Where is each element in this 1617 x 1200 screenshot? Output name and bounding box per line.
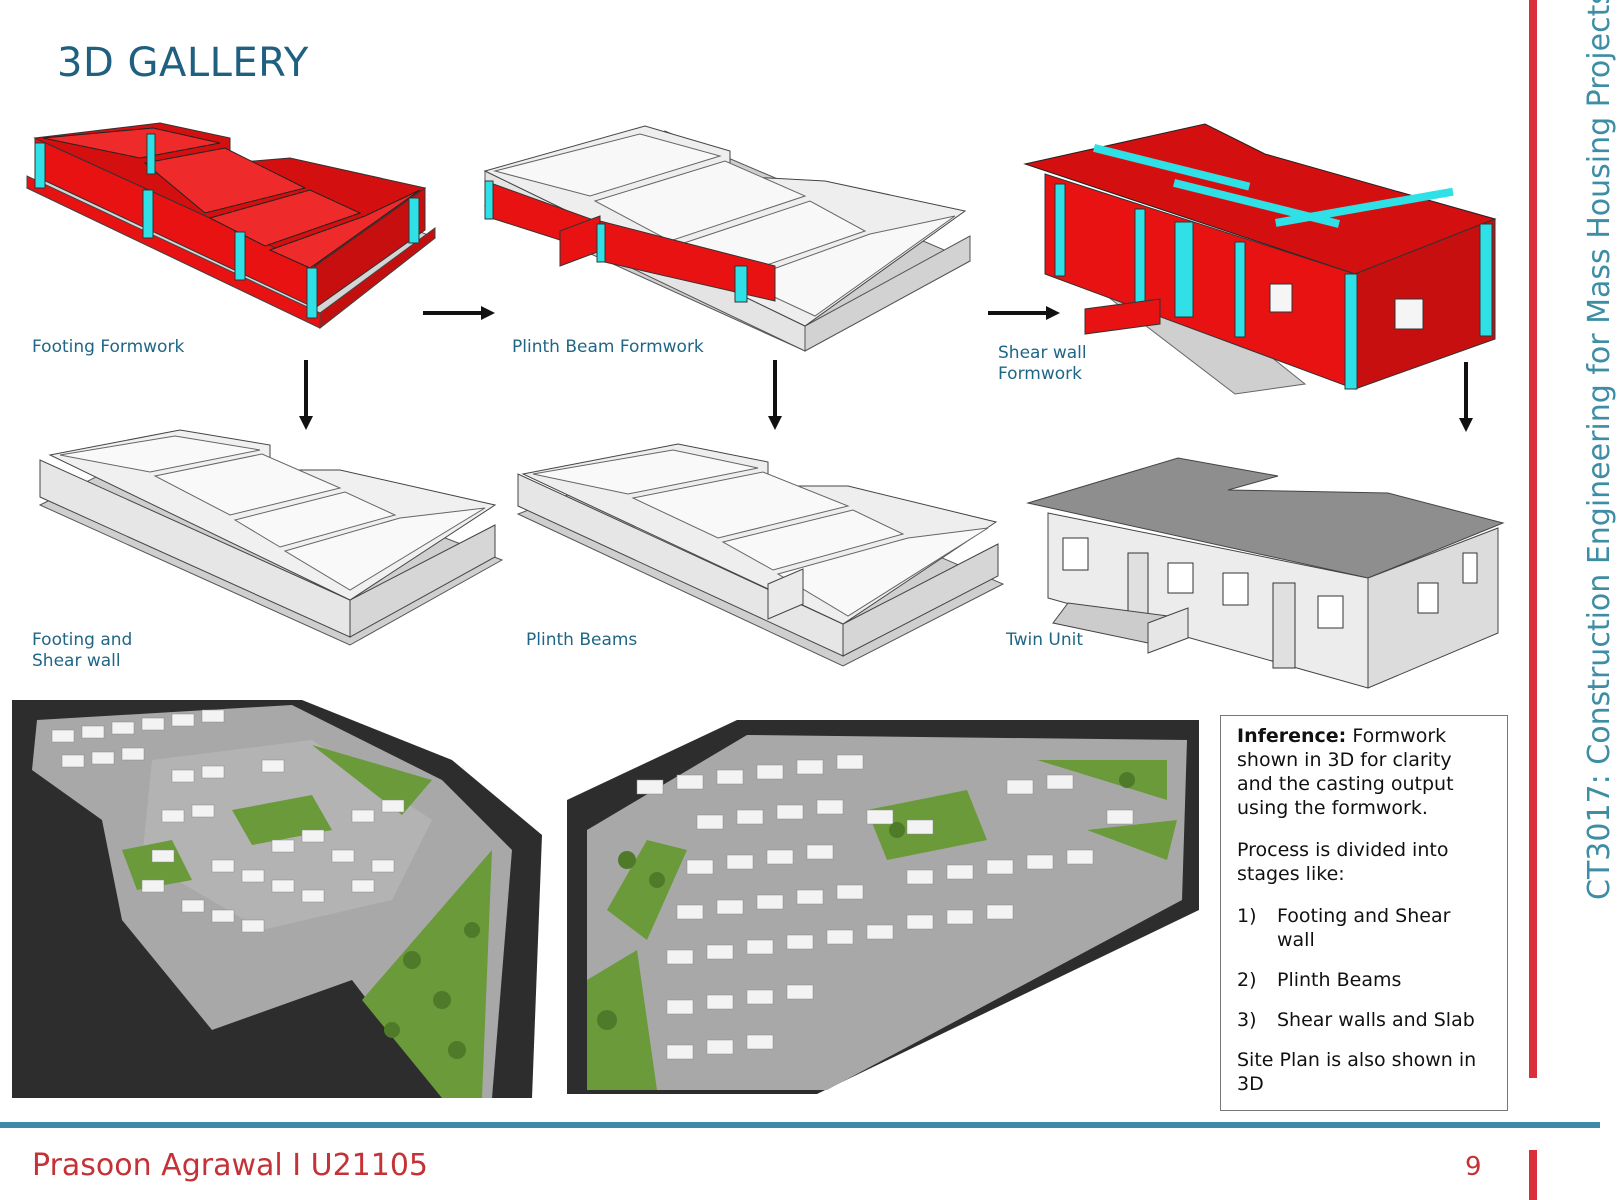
stage-number: 3) bbox=[1237, 1009, 1257, 1031]
author-name: Prasoon Agrawal I U21105 bbox=[32, 1148, 429, 1183]
stage-item: 3) Shear walls and Slab bbox=[1237, 1008, 1493, 1032]
caption-twin-unit: Twin Unit bbox=[1006, 630, 1083, 650]
process-intro: Process is divided into stages like: bbox=[1237, 839, 1449, 885]
course-title-vertical: CT3017: Construction Engineering for Mas… bbox=[1582, 0, 1617, 900]
inference-label: Inference: bbox=[1237, 725, 1347, 747]
caption-plinth-beams: Plinth Beams bbox=[526, 630, 638, 650]
stage-text: Footing and Shear wall bbox=[1277, 905, 1451, 951]
shear-wall-formwork-model bbox=[1023, 123, 1497, 395]
stage-number: 1) bbox=[1237, 905, 1257, 927]
site-plan-view-left bbox=[12, 700, 552, 1098]
arrow-right-icon bbox=[988, 306, 1060, 320]
arrow-down-icon bbox=[768, 360, 782, 430]
inference-paragraph: Inference: Formwork shown in 3D for clar… bbox=[1237, 724, 1493, 820]
page-title: 3D GALLERY bbox=[57, 40, 309, 86]
caption-shear-wall-formwork: Shear wall Formwork bbox=[998, 343, 1087, 385]
inference-box: Inference: Formwork shown in 3D for clar… bbox=[1220, 715, 1508, 1111]
page-number: 9 bbox=[1465, 1152, 1482, 1182]
stage-item: 1) Footing and Shear wall bbox=[1237, 904, 1493, 952]
inference-text: Formwork shown in 3D for clarity and the… bbox=[1237, 725, 1454, 819]
arrow-down-icon bbox=[1459, 362, 1473, 432]
stage-text: Shear walls and Slab bbox=[1277, 1009, 1475, 1031]
caption-line: Formwork bbox=[998, 364, 1082, 384]
caption-footing-shear-wall: Footing and Shear wall bbox=[32, 630, 132, 672]
caption-footing-formwork: Footing Formwork bbox=[32, 337, 185, 357]
footer-divider bbox=[0, 1122, 1600, 1128]
stage-item: 2) Plinth Beams bbox=[1237, 968, 1493, 992]
site-plan-note: Site Plan is also shown in 3D bbox=[1237, 1049, 1477, 1095]
right-accent-bar bbox=[1529, 0, 1537, 1078]
arrow-right-icon bbox=[423, 306, 495, 320]
arrow-down-icon bbox=[299, 360, 313, 430]
stage-number: 2) bbox=[1237, 969, 1257, 991]
site-plan-view-right bbox=[567, 720, 1199, 1094]
caption-line: Shear wall bbox=[998, 343, 1087, 363]
footing-shear-wall-model bbox=[38, 429, 504, 646]
footing-formwork-model bbox=[25, 122, 436, 330]
plinth-beam-formwork-model bbox=[483, 125, 972, 352]
footer-accent-bar bbox=[1529, 1150, 1537, 1200]
twin-unit-model bbox=[1026, 457, 1505, 689]
stage-text: Plinth Beams bbox=[1277, 969, 1402, 991]
plinth-beams-model bbox=[516, 443, 1005, 667]
caption-line: Shear wall bbox=[32, 651, 121, 671]
caption-line: Footing and bbox=[32, 630, 133, 650]
caption-plinth-beam-formwork: Plinth Beam Formwork bbox=[512, 337, 704, 357]
